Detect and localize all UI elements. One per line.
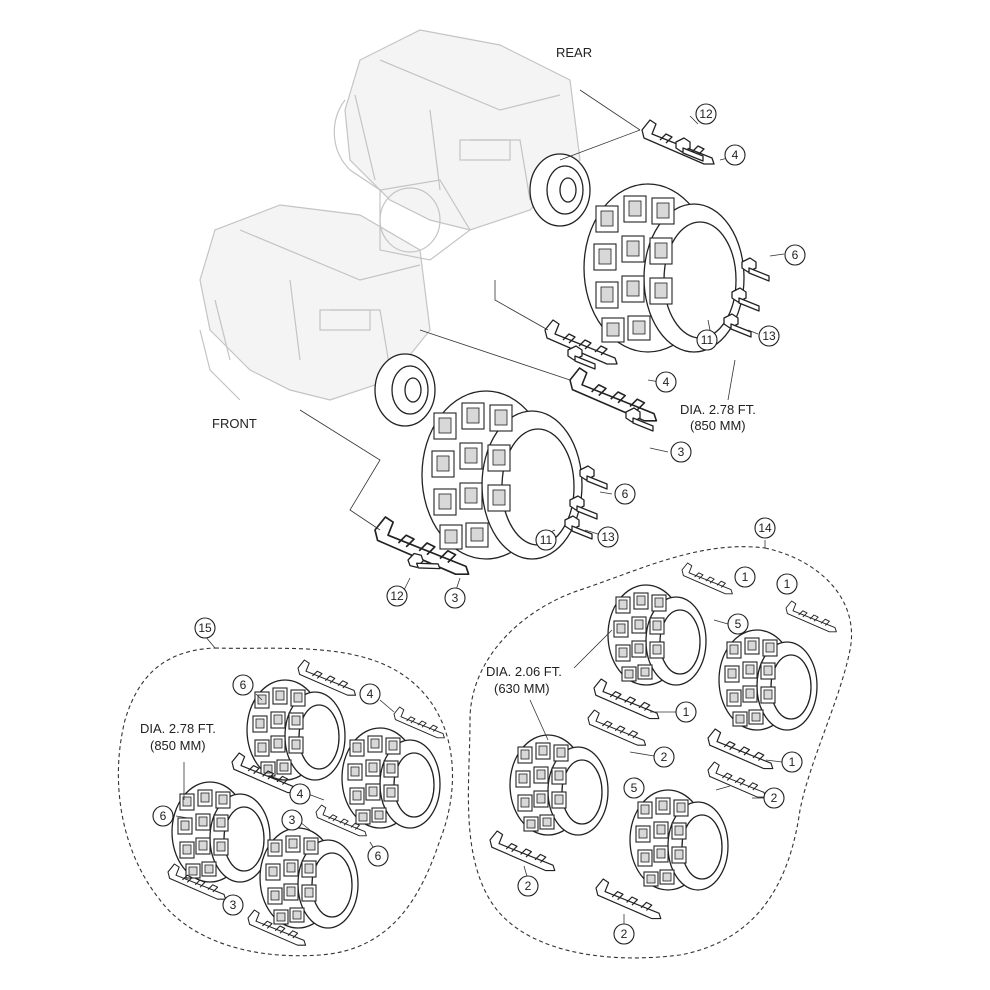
dia-label-main-line1: DIA. 2.78 FT. xyxy=(680,402,756,417)
svg-text:15: 15 xyxy=(198,621,212,635)
callout-1-d: 1 xyxy=(781,751,803,773)
svg-text:1: 1 xyxy=(784,577,791,591)
group14-scraper-2c xyxy=(489,830,556,872)
callout-12-top: 12 xyxy=(695,103,717,125)
dia-label-group15-line1: DIA. 2.78 FT. xyxy=(140,721,216,736)
svg-text:2: 2 xyxy=(621,927,628,941)
svg-text:6: 6 xyxy=(622,487,629,501)
group14-wheel-1 xyxy=(607,584,707,686)
callout-1-a: 1 xyxy=(734,566,756,588)
rear-hub xyxy=(529,153,591,227)
svg-text:5: 5 xyxy=(735,617,742,631)
svg-text:12: 12 xyxy=(699,107,713,121)
group14-wheel-3 xyxy=(509,734,609,836)
svg-text:6: 6 xyxy=(240,678,247,692)
callout-14: 14 xyxy=(754,517,776,539)
svg-text:4: 4 xyxy=(732,148,739,162)
callout-1-c: 1 xyxy=(675,701,697,723)
svg-text:12: 12 xyxy=(390,589,404,603)
group14-wheel-2 xyxy=(718,629,818,731)
svg-text:2: 2 xyxy=(525,879,532,893)
rear-wheel xyxy=(583,183,745,353)
svg-text:4: 4 xyxy=(297,787,304,801)
svg-text:14: 14 xyxy=(758,521,772,535)
group15-wheel-4 xyxy=(259,827,359,929)
svg-text:11: 11 xyxy=(540,533,553,547)
callout-4-mid: 4 xyxy=(655,371,677,393)
svg-text:13: 13 xyxy=(601,530,615,544)
dia-label-small-line2: (630 MM) xyxy=(494,681,550,696)
callout-12-bottom: 12 xyxy=(386,585,408,607)
svg-text:13: 13 xyxy=(762,329,776,343)
group15-wheel-1 xyxy=(246,679,346,781)
callout-6-rear: 6 xyxy=(784,244,806,266)
callout-2-b: 2 xyxy=(763,787,785,809)
dia-label-small-line1: DIA. 2.06 FT. xyxy=(486,664,562,679)
svg-text:3: 3 xyxy=(230,898,237,912)
reference-lines xyxy=(299,89,641,531)
svg-text:4: 4 xyxy=(663,375,670,389)
group15-wheel-2 xyxy=(341,727,441,829)
callout-6-c: 6 xyxy=(232,674,254,696)
group14-scraper-2a xyxy=(587,709,647,746)
front-hub xyxy=(374,353,436,427)
callout-2-c: 2 xyxy=(517,875,539,897)
callout-13-front: 13 xyxy=(597,526,619,548)
callout-15: 15 xyxy=(194,617,216,639)
rear-label: REAR xyxy=(556,45,592,60)
machine-chassis xyxy=(199,29,581,401)
callout-4-d: 4 xyxy=(289,783,311,805)
svg-text:11: 11 xyxy=(701,333,714,347)
svg-text:1: 1 xyxy=(742,570,749,584)
group15-wheel-3 xyxy=(171,781,271,883)
svg-text:1: 1 xyxy=(789,755,796,769)
group14-scraper-1b xyxy=(785,600,837,633)
group-15-outline xyxy=(117,647,453,957)
svg-text:2: 2 xyxy=(661,750,668,764)
group14-scraper-1d xyxy=(707,728,774,770)
callout-2-d: 2 xyxy=(613,923,635,945)
callout-2-a: 2 xyxy=(653,746,675,768)
group15-scraper-2 xyxy=(393,706,445,739)
svg-text:2: 2 xyxy=(771,791,778,805)
svg-text:6: 6 xyxy=(160,809,167,823)
group14-wheel-4 xyxy=(629,789,729,891)
group14-scraper-2b xyxy=(707,761,767,798)
svg-text:6: 6 xyxy=(375,849,382,863)
front-scraper-top xyxy=(569,367,658,422)
callout-11-rear: 11 xyxy=(696,329,718,351)
callout-13-rear: 13 xyxy=(758,325,780,347)
callout-6-d: 6 xyxy=(152,805,174,827)
callout-11-front: 11 xyxy=(535,529,557,551)
front-wheel xyxy=(421,390,583,560)
svg-text:4: 4 xyxy=(367,687,374,701)
callout-6-e: 6 xyxy=(367,845,389,867)
svg-text:6: 6 xyxy=(792,248,799,262)
svg-text:3: 3 xyxy=(289,813,296,827)
svg-text:1: 1 xyxy=(683,705,690,719)
callout-3-c: 3 xyxy=(281,809,303,831)
callout-6-front: 6 xyxy=(614,483,636,505)
callout-1-b: 1 xyxy=(776,573,798,595)
callout-4-c: 4 xyxy=(359,683,381,705)
svg-text:5: 5 xyxy=(631,781,638,795)
group-leader-lines xyxy=(175,619,783,926)
callout-4-top: 4 xyxy=(724,144,746,166)
front-label: FRONT xyxy=(212,416,257,431)
callout-3-mid: 3 xyxy=(670,441,692,463)
svg-text:3: 3 xyxy=(452,591,459,605)
callout-5-b: 5 xyxy=(623,777,645,799)
dia-label-main-line2: (850 MM) xyxy=(690,418,746,433)
callout-5-a: 5 xyxy=(727,613,749,635)
svg-text:3: 3 xyxy=(678,445,685,459)
dia-label-group15-line2: (850 MM) xyxy=(150,738,206,753)
group14-scraper-1a xyxy=(681,562,733,595)
group-14-outline xyxy=(467,546,852,959)
callout-3-d: 3 xyxy=(222,894,244,916)
callout-3-bottom: 3 xyxy=(444,587,466,609)
